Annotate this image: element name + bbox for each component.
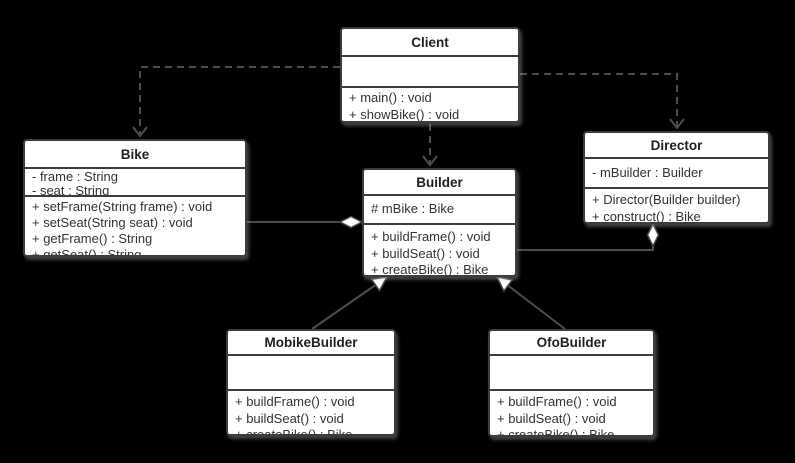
edge-director-builder-aggregation[interactable] [517,246,654,251]
class-title: Bike [25,141,245,169]
attribute-line: # mBike : Bike [371,201,455,216]
class-box-client[interactable]: Client + main() : void + showBike() : vo… [340,27,520,123]
method-line: + buildFrame() : void [371,229,491,244]
generalization-triangle-icon [495,275,514,293]
class-title: OfoBuilder [490,331,653,356]
aggregation-diamond-icon [646,222,660,248]
method-line: + createBike() : Bike [235,427,353,436]
aggregation-diamond-icon [338,215,364,229]
edge-client-bike-dependency[interactable] [139,66,340,134]
attribute-line: - frame : String [32,169,118,184]
open-arrowhead-icon [422,155,438,167]
class-box-director[interactable]: Director - mBuilder : Builder + Director… [583,131,770,224]
method-line: + buildFrame() : void [235,394,355,409]
method-line: + getSeat() : String [32,247,142,257]
methods-compartment: + main() : void + showBike() : void [342,88,518,122]
attributes-compartment: - frame : String - seat : String [25,169,245,197]
edge-mobike-builder-generalization[interactable] [311,284,377,330]
attributes-compartment [342,57,518,88]
attributes-compartment [228,356,394,391]
methods-compartment: + setFrame(String frame) : void + setSea… [25,197,245,257]
methods-compartment: + Director(Builder builder) + construct(… [585,189,768,224]
generalization-triangle-icon [370,276,389,293]
method-line: + showBike() : void [349,106,460,122]
methods-compartment: + buildFrame() : void + buildSeat() : vo… [228,391,394,436]
methods-compartment: + buildFrame() : void + buildSeat() : vo… [490,391,653,437]
class-title: Client [342,29,518,57]
attribute-line: - seat : String [32,183,110,197]
class-box-mobikebuilder[interactable]: MobikeBuilder + buildFrame() : void + bu… [226,329,396,436]
class-box-builder[interactable]: Builder # mBike : Bike + buildFrame() : … [362,168,517,277]
method-line: + Director(Builder builder) [592,192,741,207]
method-line: + setSeat(String seat) : void [32,215,193,230]
class-title: MobikeBuilder [228,331,394,356]
open-arrowhead-icon [669,118,685,130]
method-line: + buildFrame() : void [497,394,617,409]
edge-ofo-builder-generalization[interactable] [507,284,566,330]
method-line: + createBike() : Bike [497,427,615,437]
method-line: + createBike() : Bike [371,262,489,277]
attributes-compartment: # mBike : Bike [364,196,515,225]
class-box-bike[interactable]: Bike - frame : String - seat : String + … [23,139,247,257]
edge-client-director-dependency[interactable] [520,73,678,127]
method-line: + main() : void [349,90,432,105]
class-title: Builder [364,170,515,196]
attributes-compartment [490,356,653,391]
method-line: + setFrame(String frame) : void [32,199,213,214]
class-box-ofobuilder[interactable]: OfoBuilder + buildFrame() : void + build… [488,329,655,437]
attributes-compartment: - mBuilder : Builder [585,159,768,189]
method-line: + buildSeat() : void [371,245,480,261]
open-arrowhead-icon [132,126,148,138]
methods-compartment: + buildFrame() : void + buildSeat() : vo… [364,225,515,277]
method-line: + buildSeat() : void [235,410,344,426]
class-title: Director [585,133,768,159]
method-line: + buildSeat() : void [497,410,606,426]
method-line: + construct() : Bike [592,208,701,224]
attribute-line: - mBuilder : Builder [592,165,703,180]
method-line: + getFrame() : String [32,231,153,246]
